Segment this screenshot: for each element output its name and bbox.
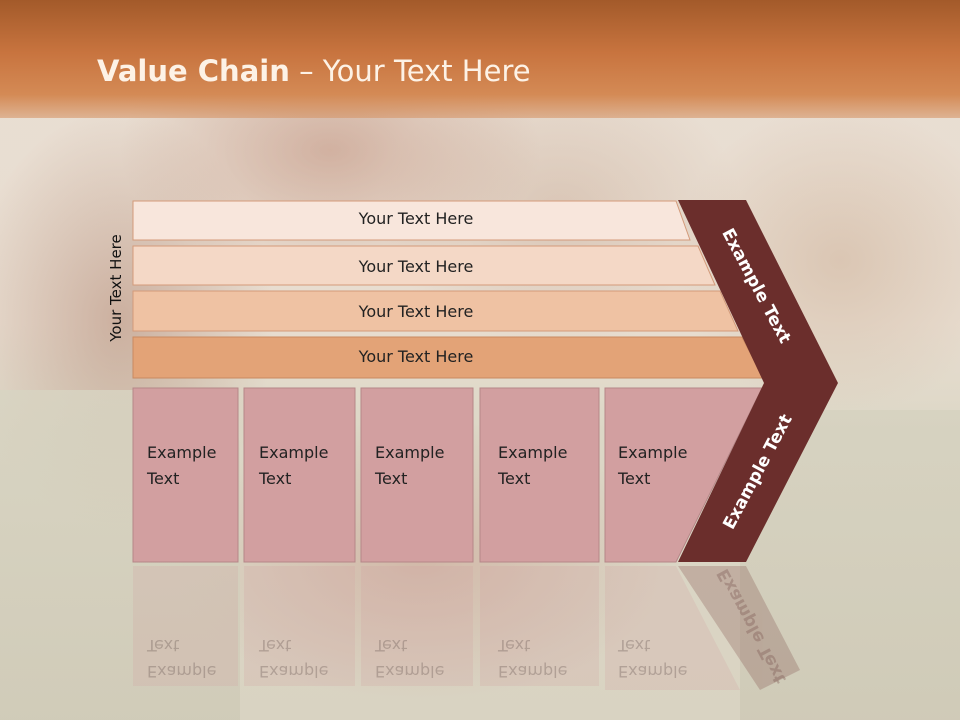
box-3 — [360, 387, 474, 563]
title-rest: – Your Text Here — [289, 54, 531, 88]
row-bar-3 — [132, 290, 739, 332]
box-1-line1: Example — [147, 443, 217, 462]
row-label-4: Your Text Here — [358, 347, 474, 366]
row-label-3: Your Text Here — [358, 302, 474, 321]
box-2 — [243, 387, 356, 563]
box-4-line1: Example — [498, 443, 568, 462]
box-4-line2: Text — [498, 469, 531, 488]
slide-title: Value Chain – Your Text Here — [97, 54, 531, 88]
box-1-line2: Text — [147, 469, 180, 488]
box-2-line1: Example — [259, 443, 329, 462]
box-1 — [132, 387, 239, 563]
box-5 — [604, 387, 763, 563]
chevron-arrow — [678, 200, 838, 562]
box-3-line1: Example — [375, 443, 445, 462]
box-3-line2: Text — [375, 469, 408, 488]
row-label-1: Your Text Here — [358, 209, 474, 228]
row-label-2: Your Text Here — [358, 257, 474, 276]
box-4 — [479, 387, 600, 563]
box-5-line1: Example — [618, 443, 688, 462]
row-bar-2 — [132, 245, 716, 286]
box-5-line2: Text — [618, 469, 651, 488]
reflection-group — [133, 566, 800, 690]
header-bar — [0, 0, 960, 118]
row-bar-1 — [132, 200, 691, 241]
box-2-line2: Text — [259, 469, 292, 488]
title-bold: Value Chain — [97, 54, 290, 88]
side-label: Your Text Here — [107, 234, 125, 342]
